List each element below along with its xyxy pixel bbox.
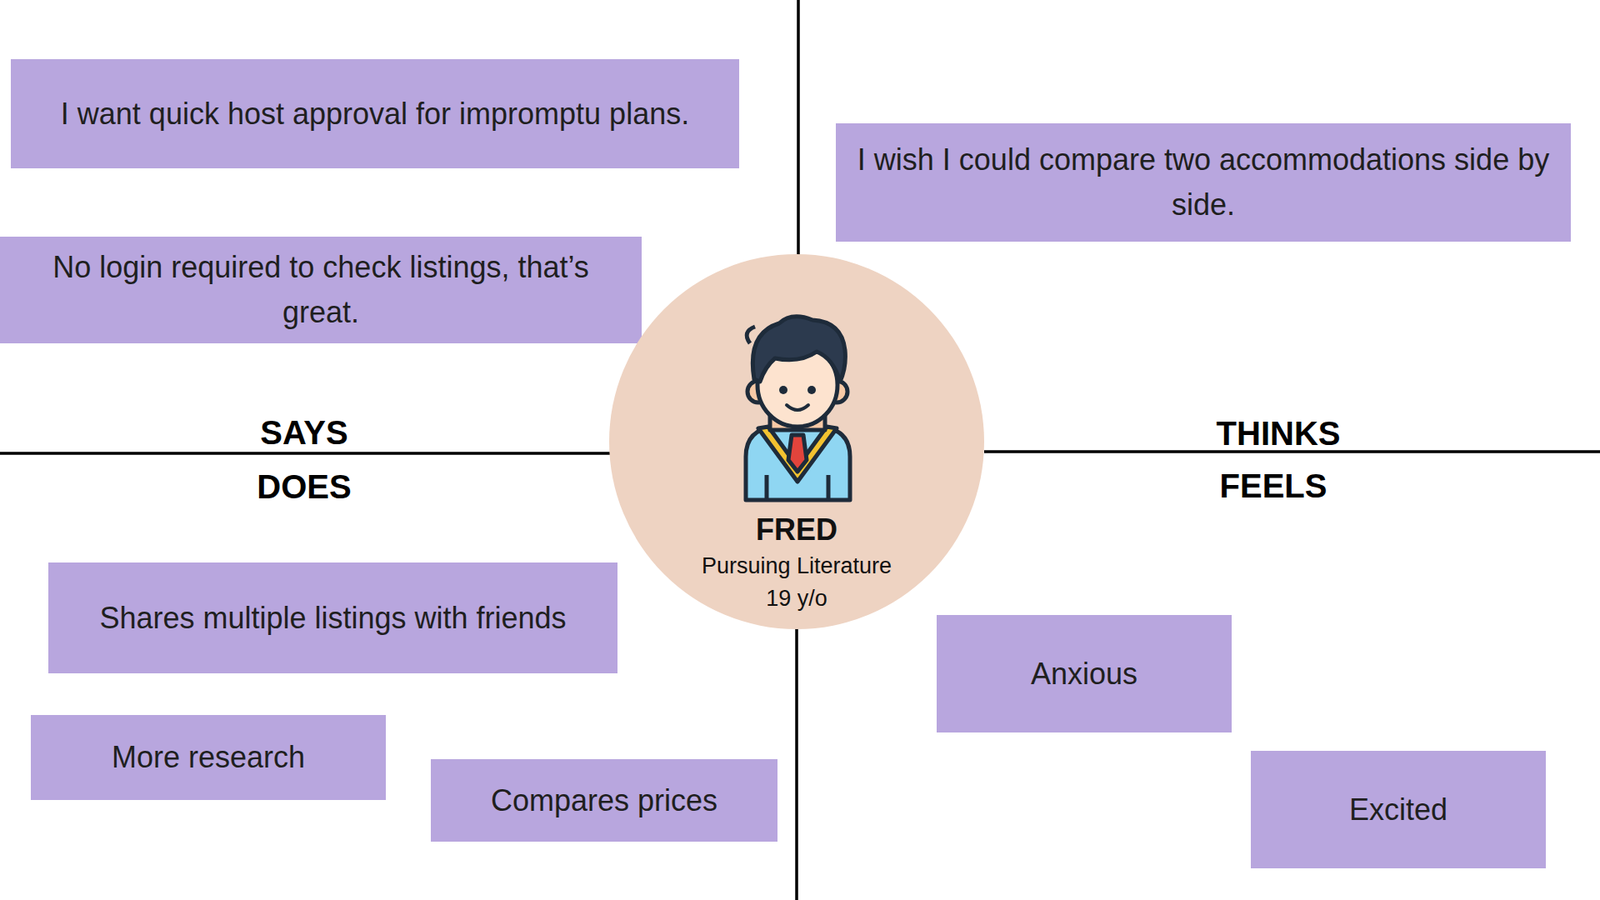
- divider-line: [984, 450, 1600, 454]
- note-text: Compares prices: [490, 778, 718, 824]
- quadrant-label: FEELS: [1220, 469, 1328, 503]
- quadrant-label: DOES: [256, 470, 351, 504]
- note-text: More research: [111, 735, 305, 780]
- note-text: Anxious: [1030, 651, 1138, 697]
- persona-detail: Pursuing Literature: [609, 550, 985, 583]
- quadrant-label: THINKS: [1216, 416, 1341, 450]
- divider-line: [796, 0, 800, 260]
- divider-line: [0, 451, 610, 455]
- divider-line: [795, 623, 799, 900]
- note-text: Shares multiple listings with friends: [99, 595, 566, 641]
- persona-name: FRED: [609, 510, 985, 550]
- sticky-note: Excited: [1250, 750, 1546, 869]
- circle-fill: [609, 254, 985, 630]
- sticky-note: I wish I could compare two accommodation…: [835, 123, 1571, 242]
- note-text: I want quick host approval for impromptu…: [60, 91, 690, 137]
- note-text: I wish I could compare two accommodation…: [855, 137, 1551, 228]
- persona-text: FREDPursuing Literature19 y/o: [609, 510, 985, 615]
- quadrant-label: SAYS: [260, 415, 348, 450]
- sticky-note: Anxious: [936, 615, 1232, 733]
- persona-circle: FREDPursuing Literature19 y/o: [609, 254, 985, 630]
- persona-detail: 19 y/o: [609, 582, 985, 615]
- sticky-note: I want quick host approval for impromptu…: [10, 59, 740, 169]
- sticky-note: No login required to check listings, tha…: [0, 236, 642, 344]
- sticky-note: Compares prices: [430, 759, 778, 842]
- sticky-note: Shares multiple listings with friends: [48, 562, 618, 674]
- note-text: Excited: [1349, 787, 1448, 833]
- sticky-note: More research: [30, 715, 386, 800]
- note-text: No login required to check listings, tha…: [20, 245, 622, 335]
